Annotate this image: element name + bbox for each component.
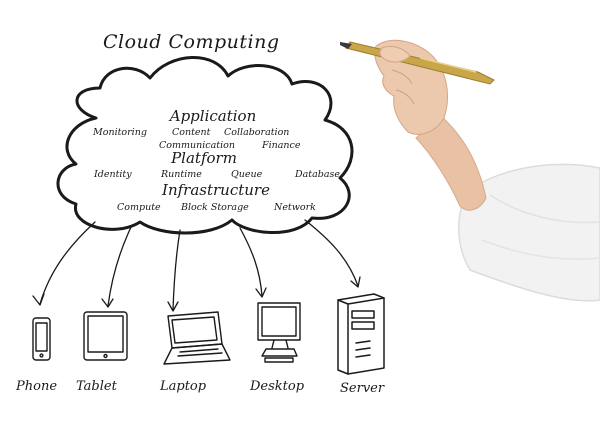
arrow-to-phone bbox=[39, 221, 96, 305]
thumb bbox=[379, 45, 411, 63]
layer-item-database: Database bbox=[294, 169, 340, 180]
layer-heading-application: Application bbox=[168, 107, 257, 125]
layer-item-block-storage: Block Storage bbox=[180, 202, 249, 213]
arrowhead-tablet bbox=[101, 298, 114, 308]
layer-heading-platform: Platform bbox=[170, 149, 237, 167]
layer-item-collaboration: Collaboration bbox=[224, 127, 289, 138]
arrow-to-laptop bbox=[172, 229, 181, 311]
layer-item-queue: Queue bbox=[231, 169, 263, 180]
device-label-tablet: Tablet bbox=[76, 379, 118, 394]
cloud-shape bbox=[56, 56, 354, 235]
forearm bbox=[415, 114, 487, 211]
layer-item-runtime: Runtime bbox=[160, 169, 202, 180]
layer-item-identity: Identity bbox=[93, 169, 132, 180]
arrow-to-desktop bbox=[239, 227, 263, 297]
hand-with-pen-illustration bbox=[340, 39, 600, 302]
server-icon bbox=[337, 293, 385, 375]
layer-item-finance: Finance bbox=[261, 140, 301, 151]
diagram-title: Cloud Computing bbox=[103, 31, 280, 53]
connector-arrows bbox=[32, 219, 361, 312]
arrow-to-tablet bbox=[107, 224, 133, 307]
arrow-to-server bbox=[304, 219, 359, 287]
layer-item-compute: Compute bbox=[117, 202, 161, 213]
device-label-desktop: Desktop bbox=[249, 379, 305, 394]
layer-item-network: Network bbox=[273, 202, 316, 213]
arrowhead-laptop bbox=[167, 301, 179, 312]
desktop-icon bbox=[257, 302, 301, 363]
arrowhead-desktop bbox=[255, 287, 267, 298]
device-label-laptop: Laptop bbox=[159, 379, 207, 394]
device-label-server: Server bbox=[340, 381, 385, 396]
laptop-icon bbox=[163, 311, 231, 365]
device-label-phone: Phone bbox=[15, 379, 57, 394]
layer-item-monitoring: Monitoring bbox=[92, 127, 147, 138]
lab-coat-sleeve bbox=[458, 163, 600, 302]
tablet-icon bbox=[83, 311, 128, 361]
arrowhead-phone bbox=[32, 293, 45, 306]
arrowhead-server bbox=[350, 276, 361, 288]
layer-item-content: Content bbox=[172, 127, 211, 138]
phone-icon bbox=[32, 317, 51, 361]
layer-item-communication: Communication bbox=[159, 140, 235, 151]
layer-heading-infrastructure: Infrastructure bbox=[161, 181, 270, 199]
